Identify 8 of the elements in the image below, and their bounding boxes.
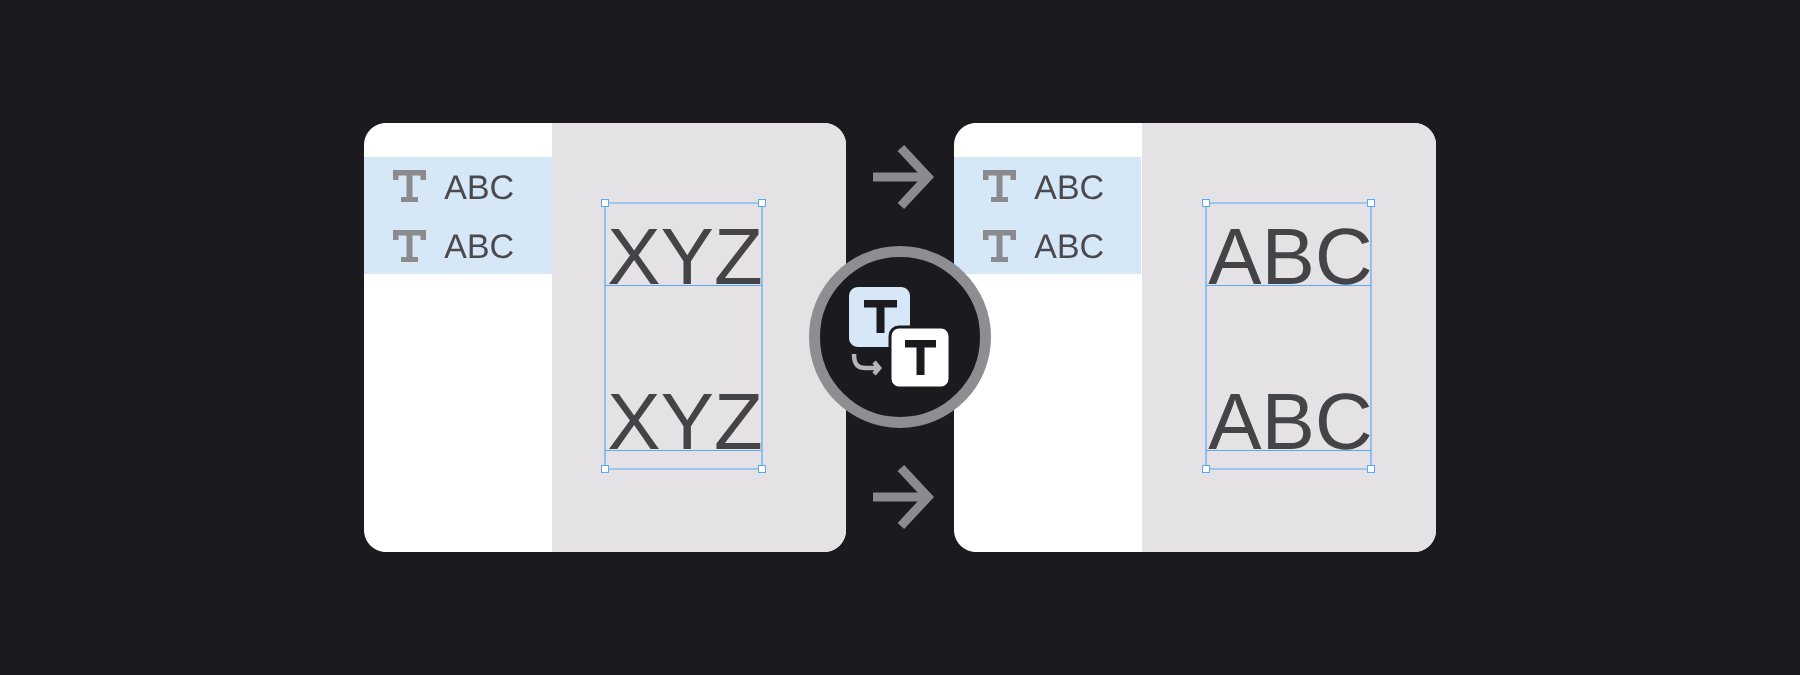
layer-name: ABC — [1034, 175, 1103, 200]
layer-name: ABC — [1034, 234, 1103, 259]
layer-name: ABC — [444, 175, 513, 200]
layer-name: ABC — [444, 234, 513, 259]
canvas-text: XYZ — [609, 228, 761, 284]
canvas-text: ABC — [1208, 393, 1370, 450]
canvas-text: XYZ — [609, 393, 761, 449]
canvas-text: ABC — [1208, 228, 1370, 285]
